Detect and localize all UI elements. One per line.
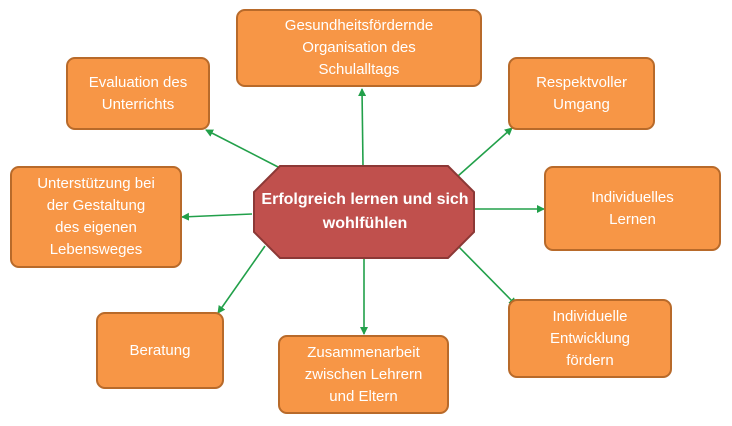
node-label-line: Beratung bbox=[129, 341, 191, 359]
center-label: Erfolgreich lernen und sich wohlfühlen bbox=[256, 168, 474, 256]
node-label-line: Entwicklung bbox=[549, 329, 631, 347]
node-label-line: Individuelle bbox=[552, 307, 628, 325]
node-label-line: Lebensweges bbox=[49, 241, 143, 258]
node-label-line: Lernen bbox=[609, 210, 656, 228]
node-label-line: fördern bbox=[566, 351, 614, 369]
arrow-to-beratung bbox=[217, 245, 266, 314]
node-label-line: und Eltern bbox=[329, 387, 398, 405]
node-label-line: Schulalltags bbox=[318, 61, 400, 78]
arrow-to-evaluation bbox=[205, 129, 281, 169]
node-label-line: Unterrichts bbox=[101, 95, 175, 113]
node-label-line: Organisation des bbox=[302, 39, 416, 56]
node-individuelles-lernen: Individuelles Lernen bbox=[544, 166, 721, 251]
node-beratung: Beratung bbox=[96, 312, 224, 389]
node-label-line: Unterstützung bei bbox=[37, 175, 155, 192]
node-label-line: Respektvoller bbox=[536, 73, 627, 91]
arrow-to-unterstuetzung bbox=[181, 212, 253, 221]
node-entwicklung: Individuelle Entwicklung fördern bbox=[508, 299, 672, 378]
arrow-to-entwicklung bbox=[455, 243, 517, 306]
node-label-line: Umgang bbox=[553, 95, 610, 113]
connectors bbox=[181, 88, 545, 335]
center-label-line: Erfolgreich lernen bbox=[261, 191, 399, 208]
node-label-line: Gesundheitsfördernde bbox=[284, 17, 434, 34]
node-unterstuetzung: Unterstützung bei der Gestaltung des eig… bbox=[10, 166, 182, 268]
node-evaluation: Evaluation des Unterrichts bbox=[66, 57, 210, 130]
node-label-line: zwischen Lehrern bbox=[304, 365, 423, 383]
node-respekt: Respektvoller Umgang bbox=[508, 57, 655, 130]
arrow-to-gesundheit bbox=[358, 88, 367, 167]
center-octagon bbox=[253, 165, 475, 259]
arrow-to-respekt bbox=[457, 127, 513, 177]
node-label-line: Zusammenarbeit bbox=[307, 343, 420, 361]
node-label-line: der Gestaltung bbox=[46, 197, 146, 214]
center-label-line: und sich wohlfühlen bbox=[322, 191, 469, 232]
node-label-line: des eigenen bbox=[55, 219, 137, 236]
node-label-line: Individuelles bbox=[591, 188, 674, 206]
node-gesundheit: Gesundheitsfördernde Organisation des Sc… bbox=[236, 9, 482, 87]
node-zusammenarbeit: Zusammenarbeit zwischen Lehrern und Elte… bbox=[278, 335, 449, 414]
node-label-line: Evaluation des bbox=[88, 73, 188, 91]
